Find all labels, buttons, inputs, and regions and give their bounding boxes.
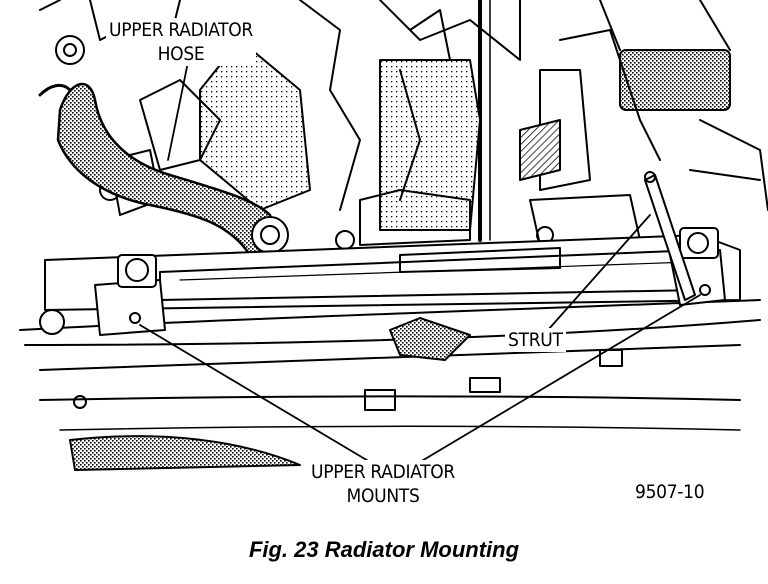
strut-label-text: STRUT: [508, 329, 563, 351]
figure-number: 9507-10: [632, 480, 708, 504]
leader-lines: [139, 61, 701, 463]
figure-caption: Fig. 23 Radiator Mounting: [248, 537, 520, 562]
upper-radiator-mounts-label: UPPER RADIATOR MOUNTS: [308, 460, 459, 508]
strut-label: STRUT: [505, 328, 566, 352]
upper-radiator-mounts-label-line1: UPPER RADIATOR: [311, 461, 456, 483]
upper-radiator-hose-label-line2: HOSE: [157, 43, 205, 65]
engine-background: [39, 0, 768, 250]
upper-radiator-hose-label-line1: UPPER RADIATOR: [109, 19, 254, 41]
upper-radiator-mounts-label-line2: MOUNTS: [346, 485, 420, 507]
left-upper-radiator-mount: [39, 254, 166, 336]
upper-radiator-hose-label: UPPER RADIATOR HOSE: [106, 18, 257, 66]
strut: [644, 171, 696, 301]
